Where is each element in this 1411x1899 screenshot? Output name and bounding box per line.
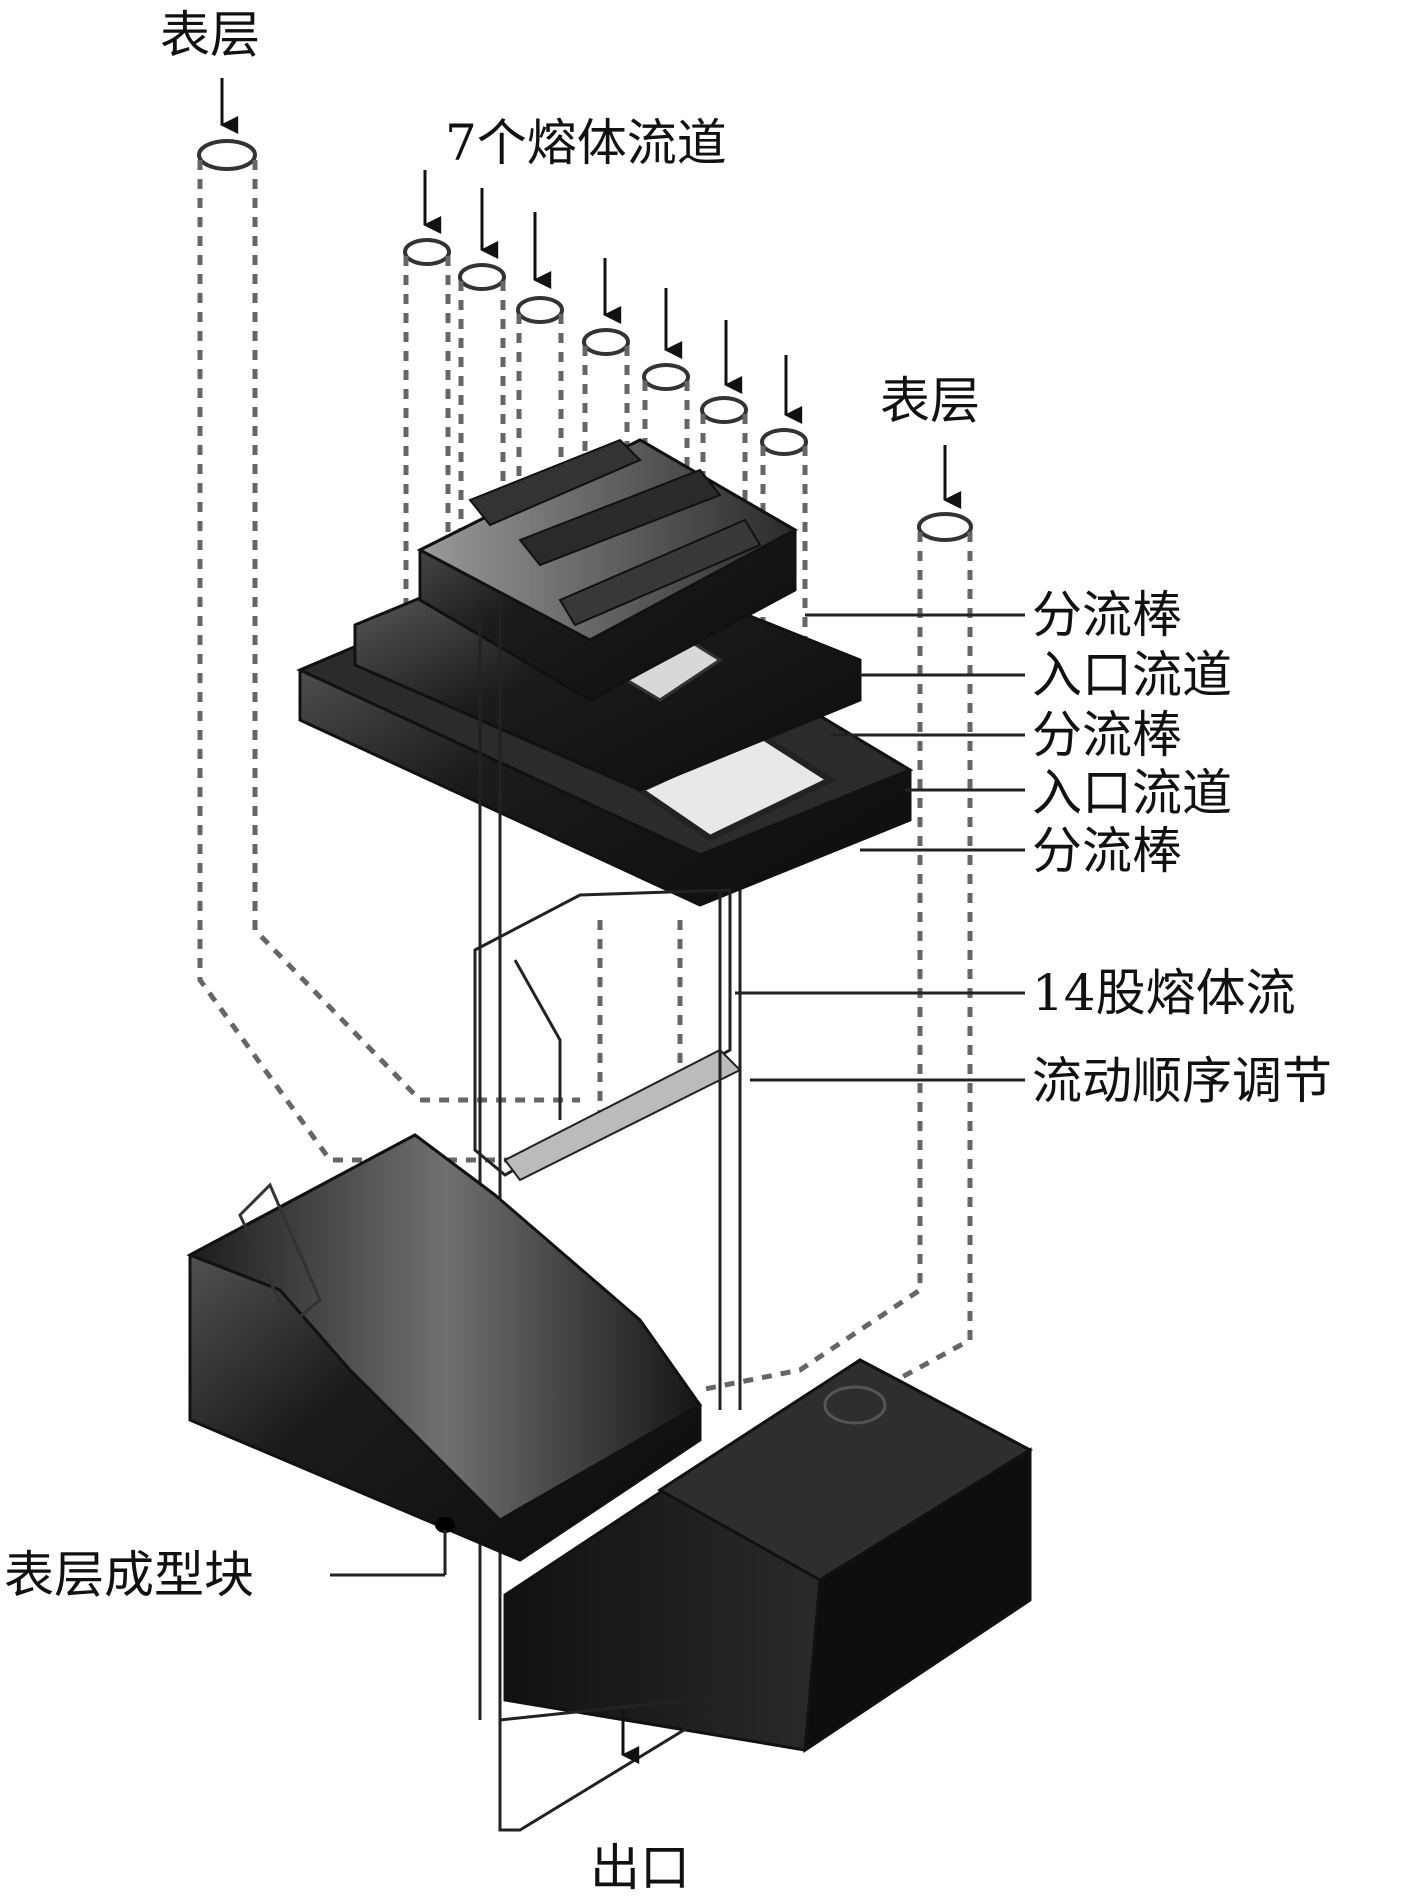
label-outlet: 出口 [590,1839,690,1897]
label-melt-streams: 14股熔体流 [1032,964,1296,1022]
label-skin-top-right: 表层 [880,372,980,430]
label-inlet-1: 入口流道 [1032,646,1232,704]
skin-channel-right [699,512,973,1403]
label-splitter-3: 分流棒 [1032,822,1182,880]
label-inlet-2: 入口流道 [1032,764,1232,822]
skin-block-pointer-dot [435,1517,455,1533]
skin-forming-block [186,1133,703,1562]
label-skin-top-left: 表层 [160,6,260,64]
label-melt-channels: 7个熔体流道 [445,114,727,172]
inlet-arrows [220,78,962,509]
label-splitter-1: 分流棒 [1032,586,1182,644]
leader-lines [330,613,1025,1577]
label-flow-sequence: 流动顺序调节 [1032,1052,1332,1110]
label-splitter-2: 分流棒 [1032,706,1182,764]
splitter-assembly [296,438,914,1720]
outlet-channel [498,1698,730,1832]
outlet-block [503,1358,1034,1753]
flow-sequence-frame [473,888,742,1410]
label-skin-forming-block: 表层成型块 [4,1546,254,1604]
labels: 表层 7个熔体流道 表层 分流棒 入口流道 分流棒 入口流道 分流棒 14股熔体… [4,6,1332,1897]
